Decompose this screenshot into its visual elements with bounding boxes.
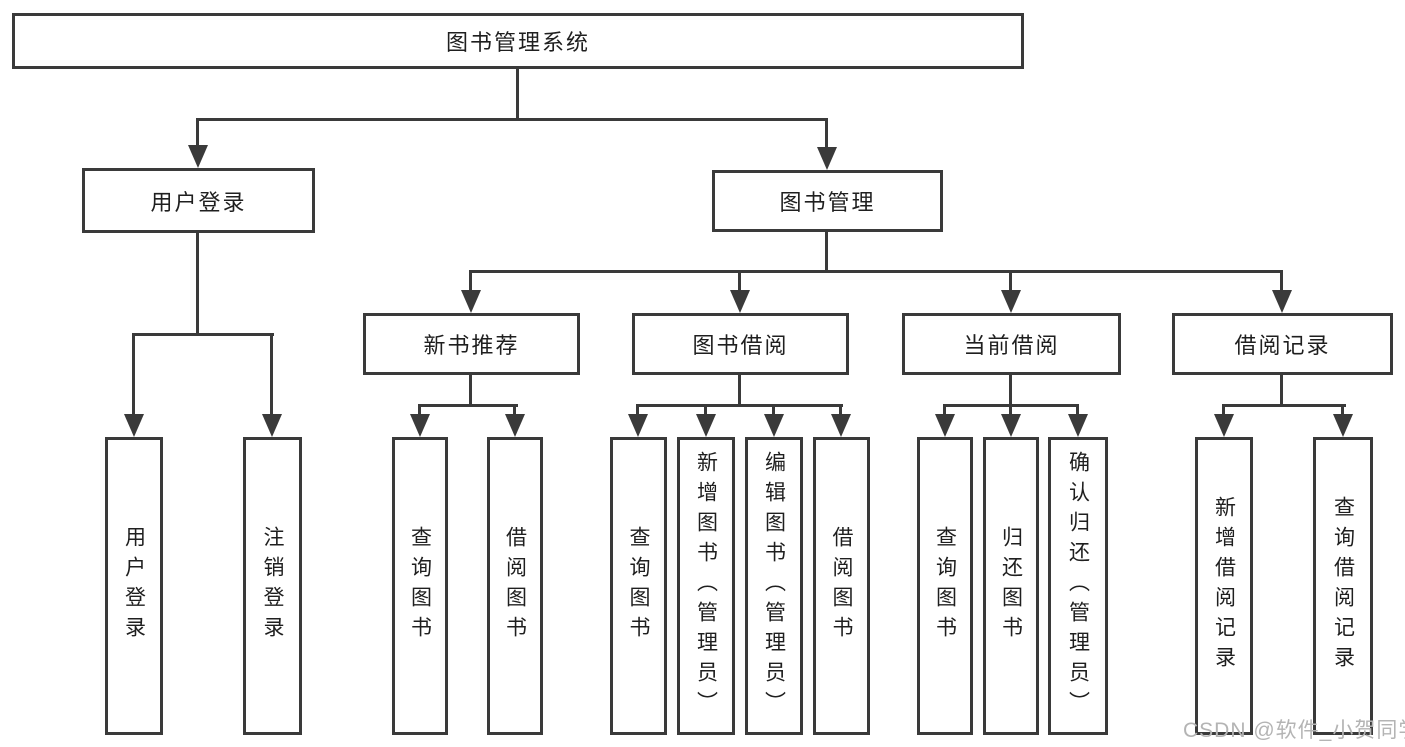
arrowhead-down-icon	[764, 414, 784, 437]
leaf-return-book: 归还图书	[983, 437, 1039, 735]
leaf-query-books-borrow: 查询图书	[610, 437, 667, 735]
connector-vline	[513, 404, 516, 417]
node-user-login-label: 用户登录	[150, 189, 247, 215]
node-current-borrow: 当前借阅	[902, 313, 1121, 375]
connector-vline	[516, 69, 519, 120]
node-book-borrow: 图书借阅	[632, 313, 849, 375]
leaf-query-books-borrow-label: 查询图书	[627, 526, 650, 646]
leaf-borrow-books-label: 借阅图书	[830, 526, 853, 646]
connector-vline	[636, 404, 639, 417]
leaf-logout-label: 注销登录	[261, 526, 284, 646]
connector-vline	[738, 270, 741, 292]
leaf-user-login: 用户登录	[105, 437, 163, 735]
node-user-login: 用户登录	[82, 168, 315, 233]
arrowhead-down-icon	[262, 414, 282, 437]
connector-vline	[1280, 375, 1283, 406]
arrowhead-down-icon	[1068, 414, 1088, 437]
leaf-query-borrow-record-label: 查询借阅记录	[1331, 496, 1355, 676]
arrowhead-down-icon	[124, 414, 144, 437]
connector-vline	[1009, 375, 1012, 406]
connector-vline	[1341, 404, 1344, 417]
connector-vline	[1009, 404, 1012, 417]
connector-hline	[418, 404, 518, 407]
node-current-borrow-label: 当前借阅	[963, 333, 1060, 358]
connector-vline	[196, 118, 199, 148]
connector-vline	[825, 118, 828, 150]
leaf-query-borrow-record: 查询借阅记录	[1313, 437, 1373, 735]
arrowhead-down-icon	[730, 290, 750, 313]
arrowhead-down-icon	[831, 414, 851, 437]
connector-vline	[1280, 270, 1283, 292]
node-borrow-records: 借阅记录	[1172, 313, 1393, 375]
node-root: 图书管理系统	[12, 13, 1024, 69]
node-book-management-label: 图书管理	[779, 190, 876, 215]
node-new-book-recommend-label: 新书推荐	[423, 333, 520, 358]
node-book-management: 图书管理	[712, 170, 943, 232]
connector-hline	[196, 118, 828, 121]
leaf-add-borrow-record-label: 新增借阅记录	[1212, 496, 1236, 676]
arrowhead-down-icon	[505, 414, 525, 437]
arrowhead-down-icon	[461, 290, 481, 313]
connector-vline	[772, 404, 775, 417]
leaf-borrow-books-recommend: 借阅图书	[487, 437, 543, 735]
leaf-add-book-admin: 新增图书（管理员）	[677, 437, 735, 735]
leaf-user-login-label: 用户登录	[122, 526, 146, 646]
connector-vline	[943, 404, 946, 417]
node-new-book-recommend: 新书推荐	[363, 313, 580, 375]
connector-hline	[469, 270, 1283, 273]
arrowhead-down-icon	[1333, 414, 1353, 437]
arrowhead-down-icon	[1214, 414, 1234, 437]
arrowhead-down-icon	[1001, 414, 1021, 437]
arrowhead-down-icon	[817, 147, 837, 170]
arrowhead-down-icon	[935, 414, 955, 437]
leaf-borrow-books: 借阅图书	[813, 437, 870, 735]
node-borrow-records-label: 借阅记录	[1234, 333, 1331, 358]
node-book-borrow-label: 图书借阅	[692, 333, 789, 358]
connector-vline	[839, 404, 842, 417]
connector-vline	[1076, 404, 1079, 417]
leaf-return-book-label: 归还图书	[999, 526, 1023, 646]
connector-vline	[469, 375, 472, 406]
leaf-query-books-recommend-label: 查询图书	[408, 526, 432, 646]
leaf-add-book-admin-label: 新增图书（管理员）	[694, 451, 718, 721]
connector-hline	[636, 404, 843, 407]
arrowhead-down-icon	[1272, 290, 1292, 313]
arrowhead-down-icon	[1001, 290, 1021, 313]
arrowhead-down-icon	[410, 414, 430, 437]
leaf-query-books-current: 查询图书	[917, 437, 973, 735]
connector-vline	[270, 333, 273, 416]
leaf-borrow-books-recommend-label: 借阅图书	[503, 526, 527, 646]
leaf-edit-book-admin: 编辑图书（管理员）	[745, 437, 803, 735]
connector-vline	[196, 233, 199, 336]
arrowhead-down-icon	[696, 414, 716, 437]
arrowhead-down-icon	[188, 145, 208, 168]
connector-vline	[1009, 270, 1012, 292]
connector-vline	[704, 404, 707, 417]
leaf-confirm-return-admin-label: 确认归还（管理员）	[1066, 451, 1090, 721]
connector-vline	[1222, 404, 1225, 417]
arrowhead-down-icon	[628, 414, 648, 437]
leaf-confirm-return-admin: 确认归还（管理员）	[1048, 437, 1108, 735]
connector-vline	[738, 375, 741, 406]
leaf-query-books-recommend: 查询图书	[392, 437, 448, 735]
leaf-query-books-current-label: 查询图书	[933, 526, 957, 646]
node-root-label: 图书管理系统	[445, 30, 590, 55]
connector-hline	[1222, 404, 1346, 407]
connector-vline	[132, 333, 135, 416]
connector-hline	[132, 333, 274, 336]
connector-vline	[825, 232, 828, 272]
connector-vline	[418, 404, 421, 417]
watermark-csdn: CSDN @软件_小贺同学	[1183, 719, 1405, 742]
leaf-edit-book-admin-label: 编辑图书（管理员）	[762, 451, 786, 721]
connector-vline	[469, 270, 472, 292]
leaf-logout: 注销登录	[243, 437, 302, 735]
leaf-add-borrow-record: 新增借阅记录	[1195, 437, 1253, 735]
